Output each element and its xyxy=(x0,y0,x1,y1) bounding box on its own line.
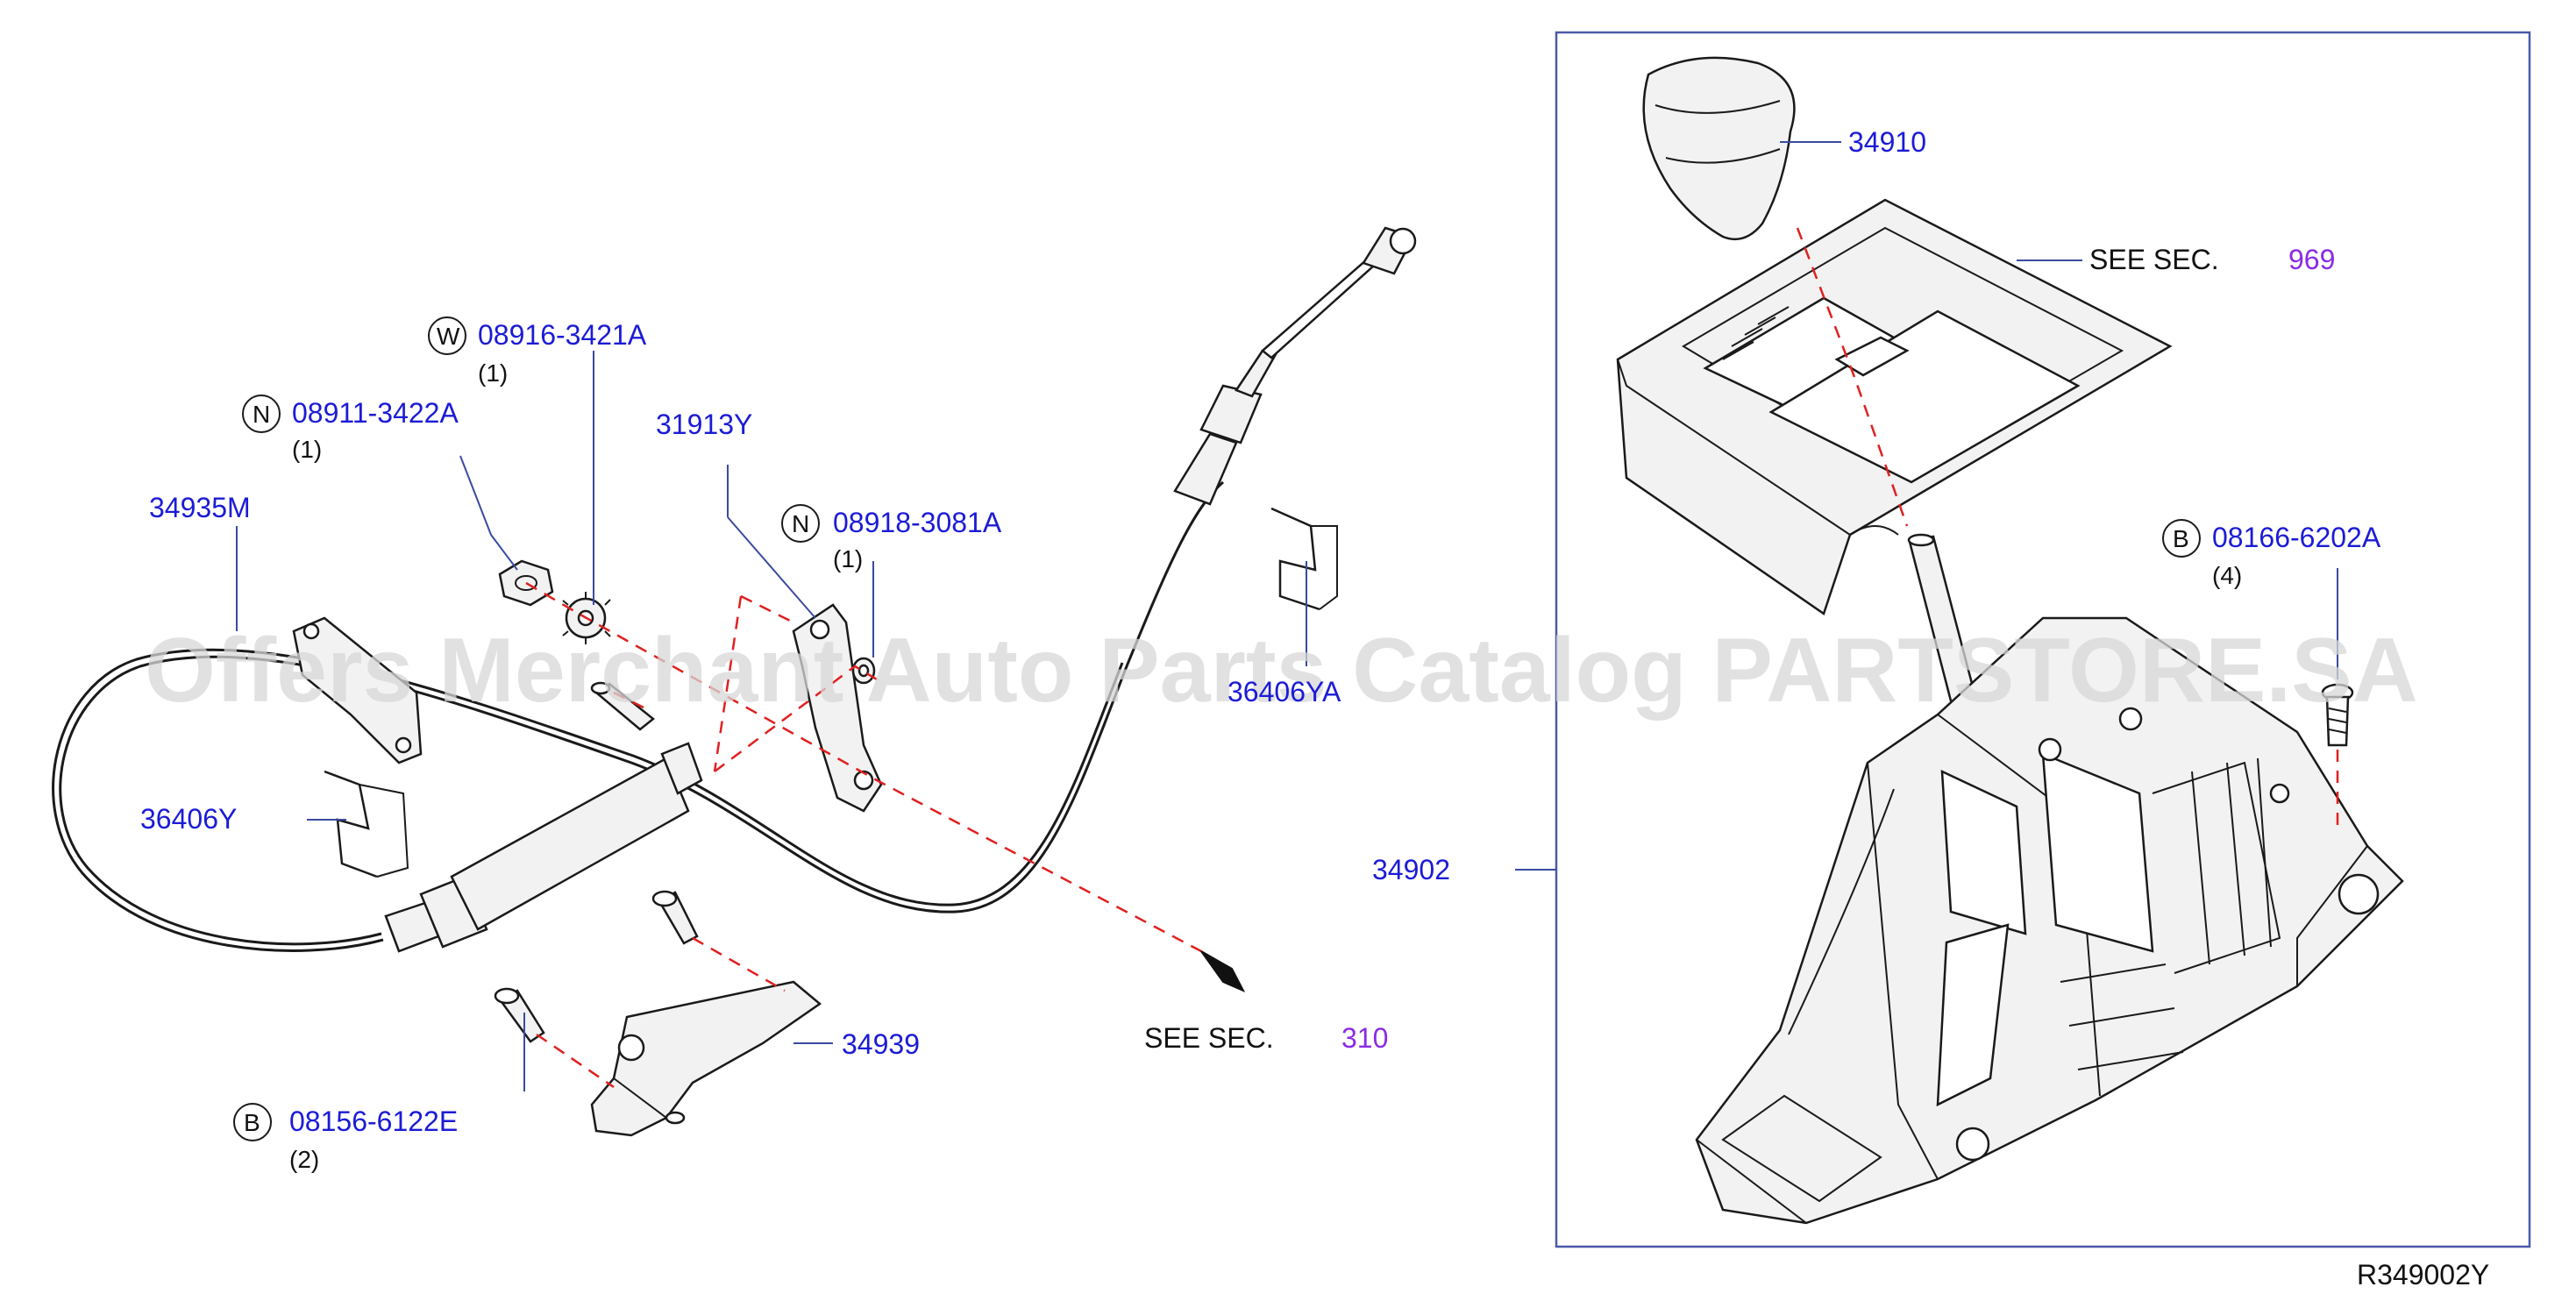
guide-box xyxy=(713,594,878,772)
bolt-08156-a xyxy=(494,987,615,1091)
label-08918-3081A: 08918-3081A xyxy=(833,507,1002,538)
qty-08911: (1) xyxy=(292,436,322,463)
assembly-frame xyxy=(1555,31,2531,1248)
label-34939: 34939 xyxy=(842,1028,920,1060)
letter-w: W xyxy=(437,323,460,350)
diagram-ref-code: R349002Y xyxy=(2357,1259,2489,1290)
letter-circle-b2 xyxy=(233,1103,272,1141)
watermark: Offers Merchant Auto Parts Catalog PARTS… xyxy=(145,620,2418,722)
qty-08916: (1) xyxy=(478,359,508,387)
letter-n2: N xyxy=(792,510,809,537)
qty-08166: (4) xyxy=(2212,562,2242,589)
bracket-plate xyxy=(292,616,423,764)
label-34910: 34910 xyxy=(1848,126,1926,158)
letter-circle-w xyxy=(428,316,466,355)
letter-b1: B xyxy=(2173,525,2189,552)
label-34902: 34902 xyxy=(1372,854,1450,885)
pin-bolt xyxy=(590,681,656,731)
letter-circle-n2 xyxy=(781,504,820,543)
letter-circle-n1 xyxy=(242,395,281,433)
letter-b2: B xyxy=(244,1109,260,1136)
qty-08156: (2) xyxy=(289,1146,319,1173)
see-sec-310-text: SEE SEC. xyxy=(1144,1022,1274,1054)
bracket-34939 xyxy=(590,980,833,1137)
knob-guide-line xyxy=(1796,227,1909,527)
bolt-08166 xyxy=(2321,568,2354,833)
arrow-310 xyxy=(1200,950,1246,993)
label-08916-3421A: 08916-3421A xyxy=(478,319,647,351)
label-08911-3422A: 08911-3422A xyxy=(292,397,459,429)
bracket-36406YA xyxy=(1270,507,1338,666)
label-08166-6202A: 08166-6202A xyxy=(2212,522,2381,553)
guide-line-main xyxy=(525,581,1202,953)
label-08156-6122E: 08156-6122E xyxy=(289,1105,458,1137)
label-36406YA: 36406YA xyxy=(1228,676,1341,707)
letter-n1: N xyxy=(253,401,270,428)
see-sec-969-number: 969 xyxy=(2288,244,2335,275)
label-34935M: 34935M xyxy=(149,492,251,523)
control-cable xyxy=(52,226,1417,953)
shift-knob xyxy=(1642,56,1841,241)
spacer-08918 xyxy=(851,657,876,685)
bolt-08156-b xyxy=(651,890,786,992)
bracket-36406Y xyxy=(307,770,409,878)
qty-08918: (1) xyxy=(833,545,863,572)
shifter-base xyxy=(1695,616,2404,1225)
label-31913Y: 31913Y xyxy=(656,409,752,440)
label-36406Y: 36406Y xyxy=(140,803,237,835)
see-sec-310-number: 310 xyxy=(1341,1022,1388,1054)
bracket-31913Y xyxy=(792,603,883,813)
console-finisher xyxy=(1616,198,2173,615)
letter-circle-b1 xyxy=(2162,519,2201,558)
see-sec-969-text: SEE SEC. xyxy=(2089,244,2219,275)
